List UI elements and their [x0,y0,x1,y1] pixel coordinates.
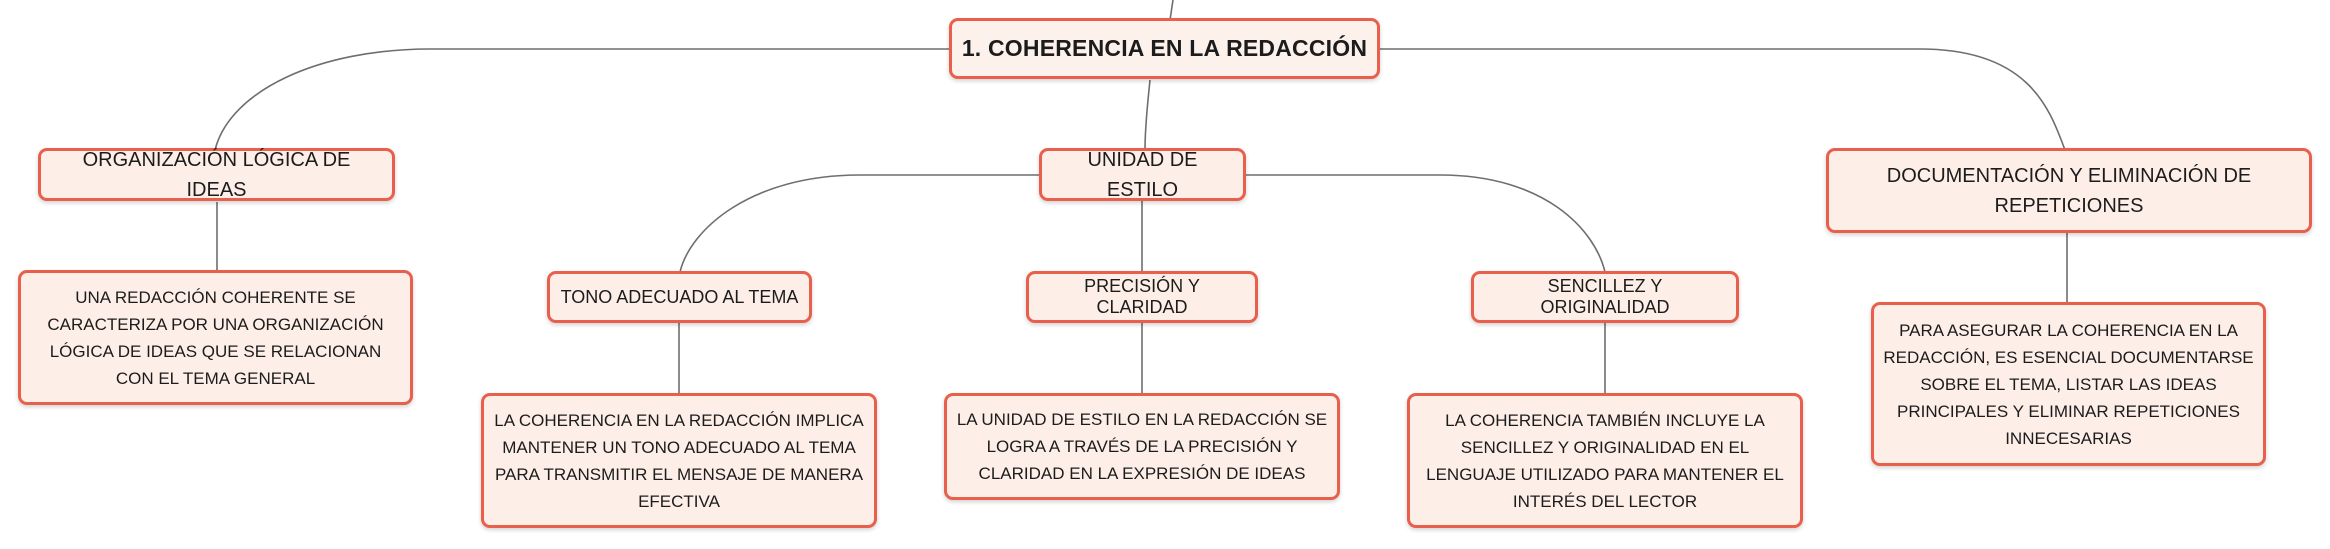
description-organizacion-text: UNA REDACCIÓN COHERENTE SE CARACTERIZA P… [47,287,384,388]
topic-organizacion-node[interactable]: ORGANIZACIÓN LÓGICA DE IDEAS [38,148,395,201]
connector-root-to-organizacion [214,48,949,151]
description-documentacion-node[interactable]: PARA ASEGURAR LA COHERENCIA EN LA REDACC… [1871,302,2266,466]
connector-parent-stub [1169,0,1174,21]
subtopic-precision-node[interactable]: PRECISIÓN Y CLARIDAD [1026,271,1258,323]
connector-unidad-to-sencillez [1245,174,1606,273]
topic-organizacion-label: ORGANIZACIÓN LÓGICA DE IDEAS [82,148,351,201]
connector-unidad-to-tono [679,174,1040,273]
description-precision-node[interactable]: LA UNIDAD DE ESTILO EN LA REDACCIÓN SE L… [944,393,1340,500]
description-sencillez-node[interactable]: LA COHERENCIA TAMBIÉN INCLUYE LA SENCILL… [1407,393,1803,528]
subtopic-tono-node[interactable]: TONO ADECUADO AL TEMA [547,271,812,323]
topic-documentacion-label: DOCUMENTACIÓN Y ELIMINACIÓN DE REPETICIO… [1886,164,2252,217]
subtopic-precision-label: PRECISIÓN Y CLARIDAD [1084,276,1200,317]
description-sencillez-text: LA COHERENCIA TAMBIÉN INCLUYE LA SENCILL… [1426,410,1784,511]
description-tono-node[interactable]: LA COHERENCIA EN LA REDACCIÓN IMPLICA MA… [481,393,877,528]
subtopic-sencillez-node[interactable]: SENCILLEZ Y ORIGINALIDAD [1471,271,1739,323]
topic-documentacion-node[interactable]: DOCUMENTACIÓN Y ELIMINACIÓN DE REPETICIO… [1826,148,2312,233]
root-topic-label: 1. COHERENCIA EN LA REDACCIÓN [961,35,1368,61]
topic-unidad-node[interactable]: UNIDAD DE ESTILO [1039,148,1246,201]
connector-root-to-documentacion [1380,48,2066,151]
description-organizacion-node[interactable]: UNA REDACCIÓN COHERENTE SE CARACTERIZA P… [18,270,413,405]
description-documentacion-text: PARA ASEGURAR LA COHERENCIA EN LA REDACC… [1883,320,2254,448]
root-topic-node[interactable]: 1. COHERENCIA EN LA REDACCIÓN [949,18,1380,79]
topic-unidad-label: UNIDAD DE ESTILO [1087,148,1198,201]
description-precision-text: LA UNIDAD DE ESTILO EN LA REDACCIÓN SE L… [956,410,1328,483]
connector-root-to-unidad [1144,79,1151,151]
subtopic-sencillez-label: SENCILLEZ Y ORIGINALIDAD [1540,276,1670,317]
description-tono-text: LA COHERENCIA EN LA REDACCIÓN IMPLICA MA… [494,410,864,511]
subtopic-tono-label: TONO ADECUADO AL TEMA [560,286,799,307]
